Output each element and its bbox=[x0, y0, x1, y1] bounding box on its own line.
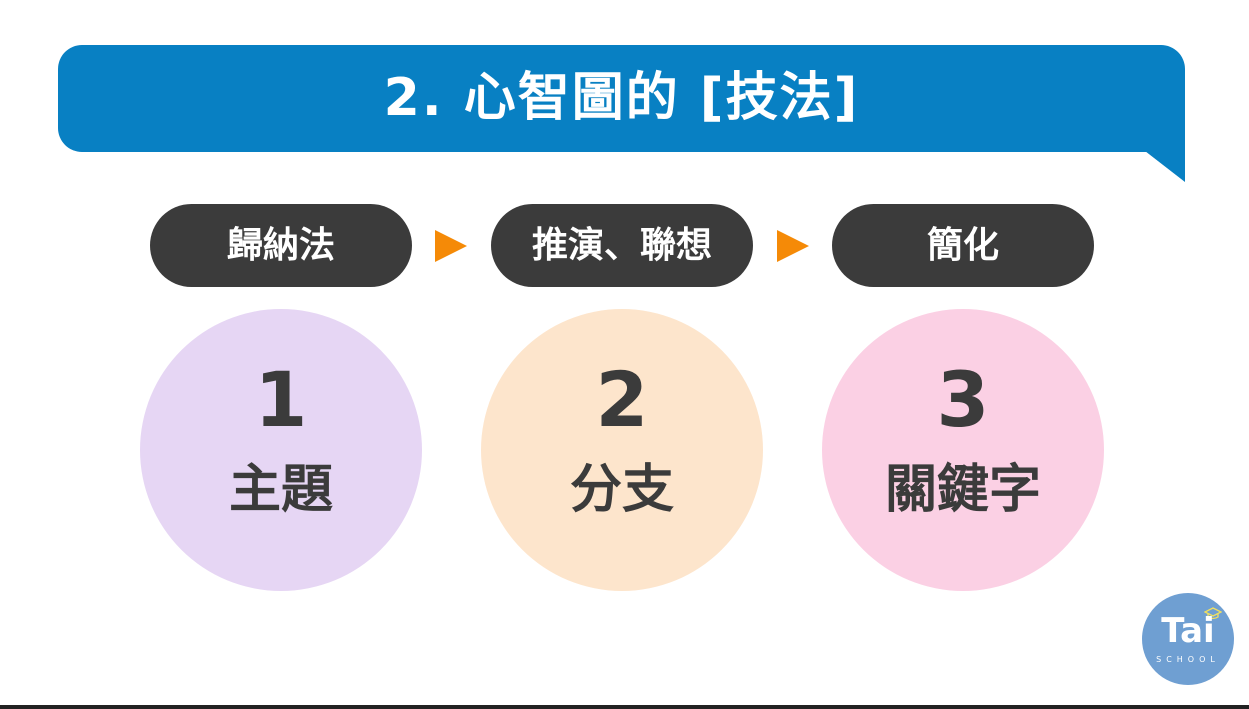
step-number: 2 bbox=[595, 355, 649, 444]
arrow-right-icon bbox=[435, 230, 467, 262]
banner-tail bbox=[1145, 151, 1185, 182]
step-circle-2: 2 分支 bbox=[481, 309, 763, 591]
arrow-right-icon bbox=[777, 230, 809, 262]
step-number: 3 bbox=[936, 355, 990, 444]
step-label: 分支 bbox=[569, 460, 674, 520]
slide-title: 2. 心智圖的 [技法] bbox=[383, 68, 860, 128]
graduation-cap-icon bbox=[1204, 607, 1222, 620]
bottom-divider bbox=[0, 705, 1249, 709]
title-banner bbox=[58, 45, 1185, 152]
tai-school-logo: Tai SCHOOL bbox=[1142, 593, 1234, 685]
step-label: 主題 bbox=[228, 460, 333, 520]
step-number: 1 bbox=[254, 355, 308, 444]
step-circle-1: 1 主題 bbox=[140, 309, 422, 591]
method-pill-deduction: 推演、聯想 bbox=[491, 204, 753, 287]
step-label: 關鍵字 bbox=[884, 460, 1041, 520]
step-circle-3: 3 關鍵字 bbox=[822, 309, 1104, 591]
method-pill-simplify: 簡化 bbox=[832, 204, 1094, 287]
logo-sub-text: SCHOOL bbox=[1156, 655, 1220, 664]
method-pill-induction: 歸納法 bbox=[150, 204, 412, 287]
logo-main-text: Tai bbox=[1161, 611, 1215, 651]
